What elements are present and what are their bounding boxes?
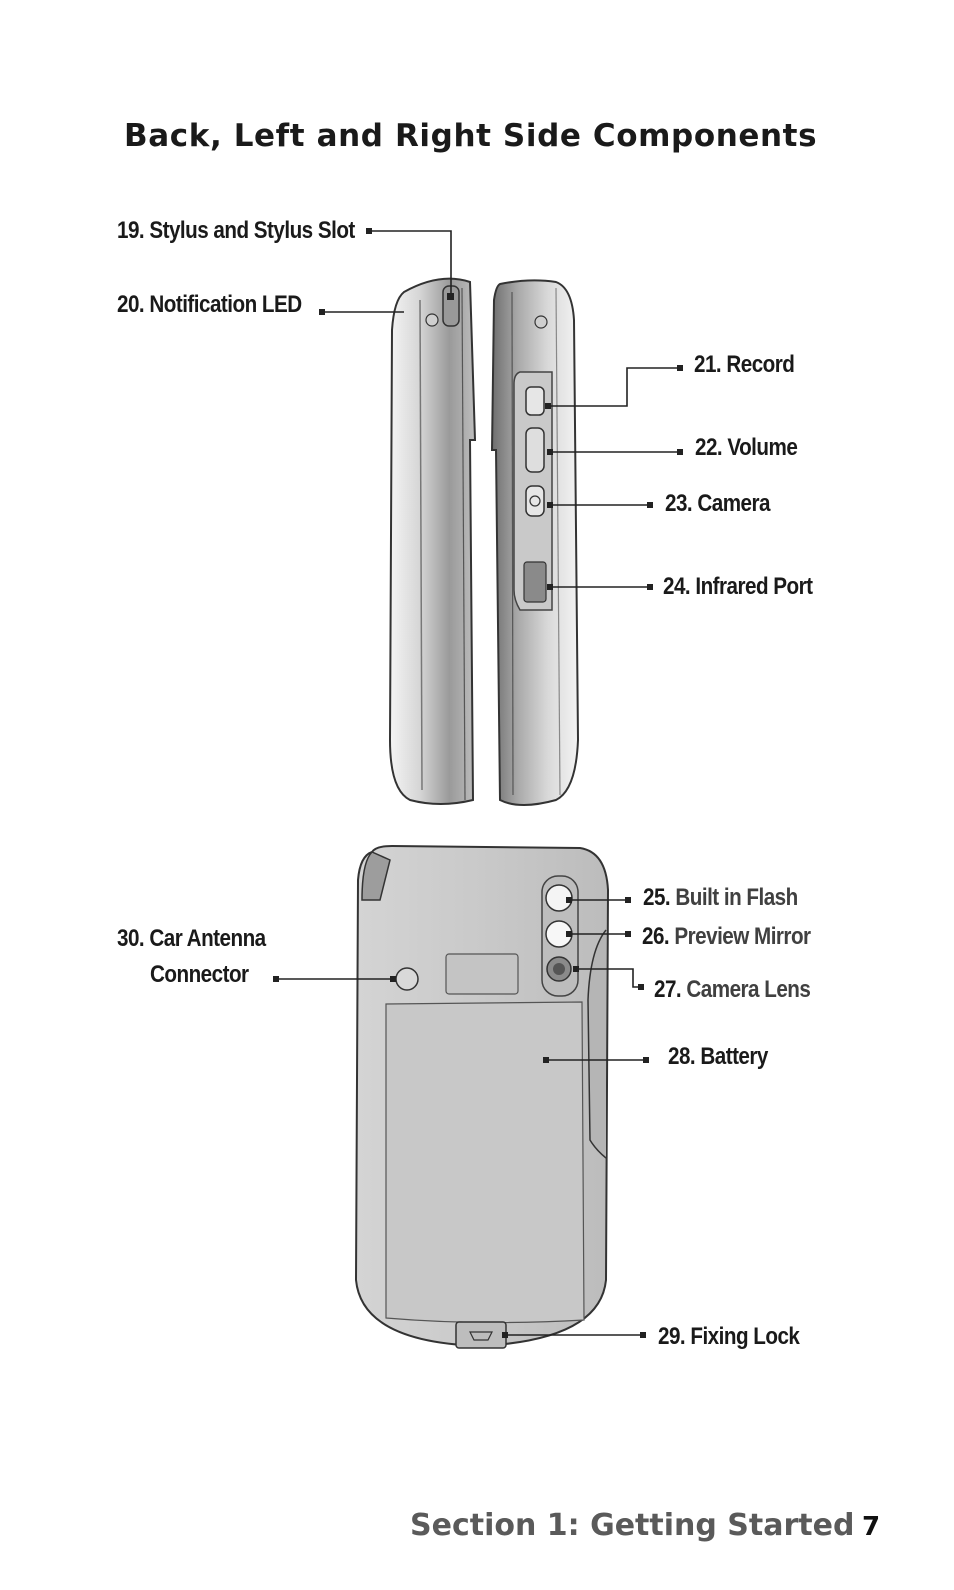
record-button-icon	[525, 386, 545, 416]
callout-battery: 28. Battery	[668, 1043, 768, 1070]
back-view	[354, 844, 610, 1349]
section-footer: Section 1: Getting Started	[410, 1508, 855, 1543]
callout-infrared-port: 24. Infrared Port	[663, 573, 813, 600]
callout-stylus: 19. Stylus and Stylus Slot	[117, 217, 355, 244]
callout-volume: 22. Volume	[695, 434, 798, 461]
leader-endpoints	[273, 228, 683, 1338]
callout-car-antenna: 30. Car Antenna	[117, 925, 266, 952]
volume-rocker-icon	[525, 427, 545, 473]
left-side-view	[388, 277, 477, 805]
leader-lines	[276, 230, 680, 1336]
infrared-port-icon	[523, 561, 547, 603]
callout-built-in-flash: 25. Built in Flash	[643, 884, 798, 911]
fixing-lock-icon	[455, 1321, 507, 1349]
antenna-connector-icon	[395, 967, 419, 991]
callout-preview-mirror: 26. Preview Mirror	[642, 923, 811, 950]
page-number: 7	[862, 1512, 881, 1542]
camera-button-icon	[525, 485, 545, 517]
callout-car-antenna-connector: Connector	[150, 961, 249, 988]
callout-camera-lens: 27. Camera Lens	[654, 976, 811, 1003]
page-title: Back, Left and Right Side Components	[124, 118, 818, 154]
right-side-view	[490, 279, 580, 806]
battery-cover	[385, 1001, 585, 1324]
callout-record: 21. Record	[694, 351, 795, 378]
callout-fixing-lock: 29. Fixing Lock	[658, 1323, 800, 1350]
callout-notification-led: 20. Notification LED	[117, 291, 302, 318]
callout-camera: 23. Camera	[665, 490, 771, 517]
